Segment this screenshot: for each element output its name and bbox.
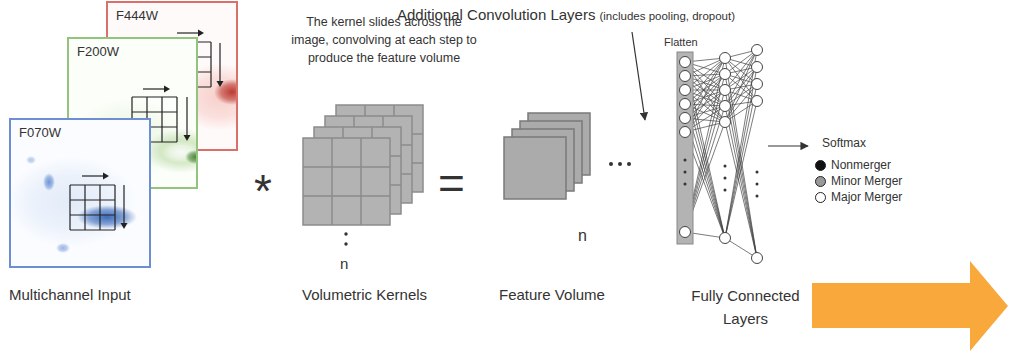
arrow-head xyxy=(198,30,204,37)
arrow-head xyxy=(184,135,191,141)
slide-arrow xyxy=(143,88,165,89)
annotation-label: = xyxy=(438,160,465,206)
annotation-label: (includes pooling, dropout) xyxy=(599,10,735,24)
ellipsis-dot xyxy=(609,162,613,166)
annotation-label: Fully Connected Layers xyxy=(683,285,808,330)
class-dot xyxy=(815,192,826,203)
ellipsis-dots xyxy=(609,162,631,166)
galaxy-image xyxy=(11,157,136,247)
neuron xyxy=(752,45,763,56)
slide-arrow xyxy=(186,97,187,136)
class-dot xyxy=(815,160,826,171)
slide-arrow xyxy=(123,185,124,224)
filter-name: F444W xyxy=(116,8,158,24)
pointer-arrow xyxy=(632,32,645,120)
annotation-label: Softmax xyxy=(822,136,866,150)
arrow-head xyxy=(164,86,170,93)
class-name: Major Merger xyxy=(831,190,902,204)
class-name: Nonmerger xyxy=(831,158,891,172)
feature-volume xyxy=(504,113,590,199)
arrow-head xyxy=(217,81,224,87)
filter-name: F070W xyxy=(19,125,61,141)
galaxy-image xyxy=(56,243,70,253)
neuron xyxy=(720,117,731,128)
legend-entry: Minor Merger xyxy=(815,173,902,189)
filter-name: F200W xyxy=(77,44,119,60)
neuron xyxy=(720,69,731,80)
class-dot xyxy=(815,176,826,187)
annotation-label: Feature Volume xyxy=(499,286,605,304)
annotation-label: Additional Convolution Layers xyxy=(397,6,595,24)
annotation-label: Flatten xyxy=(664,36,698,49)
output-arrow xyxy=(768,145,808,146)
continuation-dot xyxy=(724,189,727,192)
annotation-label: Volumetric Kernels xyxy=(302,286,427,304)
slide-arrow xyxy=(82,175,104,176)
continuation-dot xyxy=(756,183,759,186)
feature-map xyxy=(504,137,566,199)
neuron xyxy=(720,101,731,112)
neuron xyxy=(720,85,731,96)
neuron xyxy=(680,113,691,124)
kernel-window xyxy=(70,185,115,230)
legend-entry: Major Merger xyxy=(815,189,902,205)
neuron xyxy=(720,233,731,244)
ellipsis-dot xyxy=(618,162,622,166)
continuation-dot xyxy=(724,177,727,180)
neuron xyxy=(680,127,691,138)
continuation-dot xyxy=(684,171,687,174)
continuation-dots xyxy=(684,159,759,198)
neuron xyxy=(752,253,763,264)
neuron xyxy=(680,71,691,82)
annotation-label: * xyxy=(254,168,272,214)
slide-arrow xyxy=(177,32,199,33)
ellipsis-dot xyxy=(627,162,631,166)
galaxy-image xyxy=(145,129,198,173)
filter-panel: F070W xyxy=(9,118,151,268)
continuation-dot xyxy=(344,232,347,235)
galaxy-image xyxy=(185,150,198,164)
continuation-dot xyxy=(684,159,687,162)
dense-connections xyxy=(685,50,757,258)
neuron xyxy=(752,62,763,73)
galaxy-image xyxy=(77,205,137,229)
class-name: Minor Merger xyxy=(831,174,902,188)
neuron xyxy=(680,99,691,110)
hidden-neurons xyxy=(720,45,763,264)
kernel-grid xyxy=(303,138,390,225)
arrow-head xyxy=(121,223,128,229)
galaxy-image xyxy=(214,79,238,105)
flatten-neurons xyxy=(680,57,691,238)
orange-arrow xyxy=(812,261,1008,351)
galaxy-image xyxy=(26,156,36,164)
volumetric-kernels xyxy=(303,105,423,246)
neuron xyxy=(680,227,691,238)
annotation-label: Multichannel Input xyxy=(9,286,131,304)
neuron xyxy=(680,85,691,96)
flatten-bar xyxy=(677,52,693,244)
continuation-dot xyxy=(756,195,759,198)
legend-entry: Nonmerger xyxy=(815,157,902,173)
arrow-head xyxy=(103,173,109,180)
continuation-dot xyxy=(684,183,687,186)
neuron xyxy=(720,53,731,64)
slide-arrow xyxy=(219,43,220,82)
continuation-dot xyxy=(724,165,727,168)
annotation-label: n xyxy=(340,255,348,273)
galaxy-image xyxy=(43,173,55,191)
panel-illustration xyxy=(11,120,151,268)
neuron xyxy=(752,79,763,90)
continuation-dot xyxy=(756,171,759,174)
annotation-label: n xyxy=(578,226,587,245)
neuron xyxy=(752,96,763,107)
continuation-dot xyxy=(344,242,347,245)
softmax-legend: NonmergerMinor MergerMajor Merger xyxy=(815,157,902,205)
neuron xyxy=(680,57,691,68)
